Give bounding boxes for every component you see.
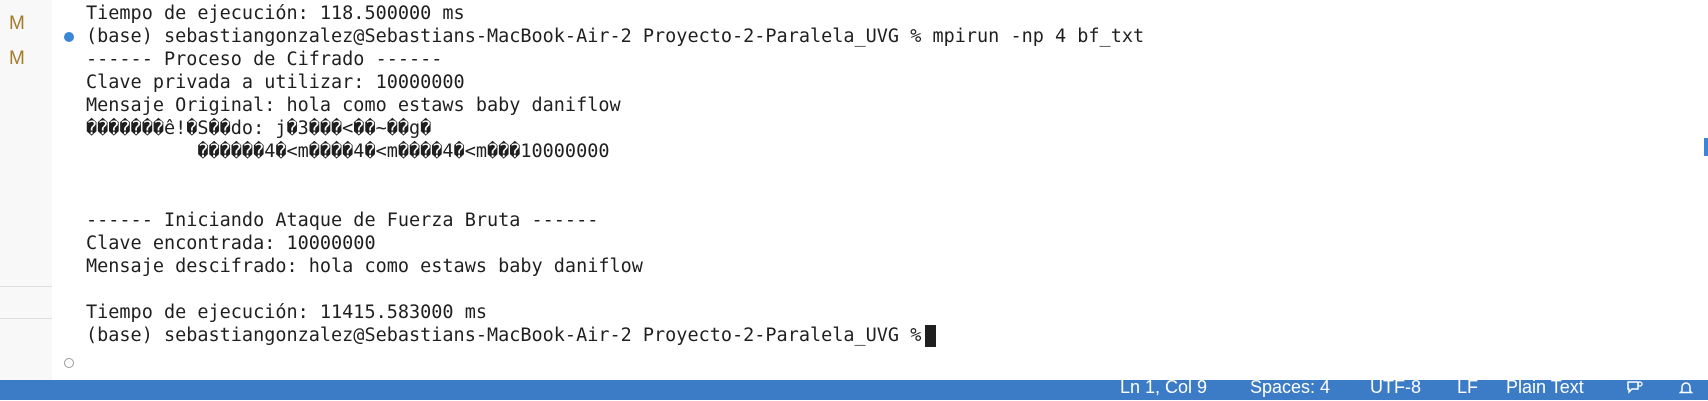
terminal-line: Clave privada a utilizar: 10000000 xyxy=(86,72,465,93)
terminal-line: �������ê!�S��do: j�3���<��~��g� xyxy=(86,118,432,139)
bell-icon[interactable] xyxy=(1678,380,1694,396)
terminal-line: Clave encontrada: 10000000 xyxy=(86,233,376,254)
git-modified-marker[interactable]: M xyxy=(9,48,25,69)
terminal-line: Mensaje descifrado: hola como estaws bab… xyxy=(86,256,643,277)
feedback-icon[interactable] xyxy=(1626,380,1643,396)
terminal-line: Tiempo de ejecución: 11415.583000 ms xyxy=(86,302,487,323)
terminal-line: ------ Proceso de Cifrado ------ xyxy=(86,49,443,70)
editor-gutter: M M xyxy=(0,0,53,380)
indentation[interactable]: Spaces: 4 xyxy=(1250,377,1331,397)
gutter-divider xyxy=(0,318,52,319)
status-bar: Ln 1, Col 9 Spaces: 4 UTF-8 LF Plain Tex… xyxy=(0,377,1708,400)
terminal-cursor xyxy=(925,325,937,347)
command-success-dot-icon[interactable] xyxy=(64,32,74,42)
git-modified-marker[interactable]: M xyxy=(9,13,25,34)
command-pending-dot-icon[interactable] xyxy=(64,358,74,368)
terminal-command-line: (base) sebastiangonzalez@Sebastians-MacB… xyxy=(86,26,1145,47)
scrollbar-marker[interactable] xyxy=(1704,138,1708,156)
terminal-panel[interactable]: Tiempo de ejecución: 118.500000 ms (base… xyxy=(52,0,1708,380)
terminal-line: Mensaje Original: hola como estaws baby … xyxy=(86,95,621,116)
gutter-divider xyxy=(0,286,52,287)
terminal-line: ������4�<m����4�<m����4�<m���10000000 xyxy=(86,141,610,162)
terminal-line: ------ Iniciando Ataque de Fuerza Bruta … xyxy=(86,210,599,231)
encoding[interactable]: UTF-8 xyxy=(1370,377,1421,397)
terminal-line: Tiempo de ejecución: 118.500000 ms xyxy=(86,3,465,24)
language-mode[interactable]: Plain Text xyxy=(1506,377,1584,397)
terminal-prompt-line[interactable]: (base) sebastiangonzalez@Sebastians-MacB… xyxy=(86,323,937,348)
end-of-line[interactable]: LF xyxy=(1457,377,1479,397)
prompt-text: (base) sebastiangonzalez@Sebastians-MacB… xyxy=(86,325,922,346)
cursor-position[interactable]: Ln 1, Col 9 xyxy=(1120,377,1208,397)
